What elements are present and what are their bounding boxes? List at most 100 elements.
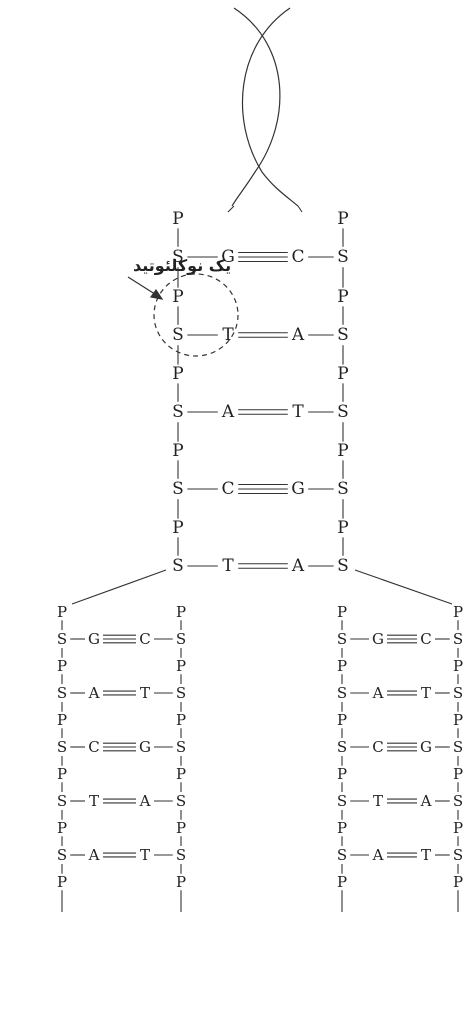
- daughter-left-base-left: T: [89, 792, 99, 810]
- daughter-right-phosphate-right: P: [453, 603, 463, 621]
- daughter-right-sugar-right: S: [453, 738, 463, 756]
- parent-phosphate-right: P: [337, 518, 348, 538]
- daughter-right-sugar-right: S: [453, 792, 463, 810]
- daughter-left-phosphate-right: P: [176, 711, 186, 729]
- parent-sugar-left: S: [172, 247, 184, 267]
- daughter-left-phosphate-left: P: [57, 657, 67, 675]
- parent-base-right: G: [291, 479, 305, 499]
- daughter-left-base-right: G: [139, 738, 151, 756]
- parent-sugar-right: S: [337, 556, 349, 576]
- daughter-right-sugar-left: S: [337, 684, 347, 702]
- daughter-left-phosphate-right: P: [176, 603, 186, 621]
- parent-base-left: T: [222, 556, 234, 576]
- parent-sugar-left: S: [172, 556, 184, 576]
- daughter-left-sugar-right: S: [176, 630, 186, 648]
- fork-right: [355, 570, 452, 604]
- daughter-right-phosphate-right: P: [453, 711, 463, 729]
- daughter-right-phosphate-left: P: [337, 765, 347, 783]
- helix-strand-right: [242, 8, 298, 206]
- daughter-left-sugar-right: S: [176, 684, 186, 702]
- daughter-left-base-left: G: [88, 630, 100, 648]
- parent-base-right: T: [292, 402, 304, 422]
- daughter-right-phosphate-left: P: [337, 711, 347, 729]
- parent-base-right: C: [291, 247, 304, 267]
- parent-phosphate-left: P: [172, 287, 183, 307]
- parent-phosphate-left: P: [172, 364, 183, 384]
- daughter-right-sugar-left: S: [337, 792, 347, 810]
- parent-sugar-right: S: [337, 402, 349, 422]
- daughter-left-base-right: C: [139, 630, 150, 648]
- nucleotide-arrow: [128, 277, 162, 299]
- daughter-right-base-right: A: [420, 792, 432, 810]
- daughter-left-base-right: T: [140, 846, 150, 864]
- daughter-right-base-left: A: [372, 846, 384, 864]
- parent-phosphate-right: P: [337, 209, 348, 229]
- parent-phosphate-left: P: [172, 209, 183, 229]
- daughter-left-sugar-left: S: [57, 846, 67, 864]
- daughter-right-sugar-right: S: [453, 846, 463, 864]
- daughter-left-base-left: A: [88, 684, 100, 702]
- helix-strand-left: [232, 8, 280, 206]
- daughter-right-base-right: C: [420, 630, 431, 648]
- daughter-left-phosphate-right: P: [176, 765, 186, 783]
- daughter-right-sugar-left: S: [337, 630, 347, 648]
- daughter-left-phosphate-left: P: [57, 819, 67, 837]
- parent-base-left: A: [221, 402, 235, 422]
- parent-phosphate-left: P: [172, 518, 183, 538]
- daughter-left-sugar-left: S: [57, 792, 67, 810]
- daughter-right-phosphate-left: P: [337, 819, 347, 837]
- parent-sugar-right: S: [337, 247, 349, 267]
- daughter-right-phosphate-right: P: [453, 765, 463, 783]
- parent-base-right: A: [291, 556, 305, 576]
- daughter-left-sugar-left: S: [57, 630, 67, 648]
- parent-phosphate-left: P: [172, 441, 183, 461]
- daughter-right-phosphate-right: P: [453, 657, 463, 675]
- daughter-right-sugar-left: S: [337, 738, 347, 756]
- parent-base-left: C: [221, 479, 234, 499]
- daughter-left-phosphate-right: P: [176, 657, 186, 675]
- daughter-left-phosphate-left: P: [57, 873, 67, 891]
- parent-base-right: A: [291, 325, 305, 345]
- daughter-left-phosphate-right: P: [176, 873, 186, 891]
- daughter-left-sugar-right: S: [176, 846, 186, 864]
- daughter-right-phosphate-left: P: [337, 603, 347, 621]
- helix-twist: [232, 8, 298, 206]
- daughter-left-base-right: T: [140, 684, 150, 702]
- daughter-left-sugar-left: S: [57, 684, 67, 702]
- parent-sugar-left: S: [172, 402, 184, 422]
- parent-sugar-left: S: [172, 479, 184, 499]
- daughter-left-phosphate-left: P: [57, 765, 67, 783]
- parent-sugar-right: S: [337, 325, 349, 345]
- parent-phosphate-right: P: [337, 364, 348, 384]
- daughter-right-sugar-left: S: [337, 846, 347, 864]
- daughter-left-phosphate-left: P: [57, 711, 67, 729]
- daughter-right-phosphate-right: P: [453, 819, 463, 837]
- daughter-left-phosphate-right: P: [176, 819, 186, 837]
- parent-phosphate-right: P: [337, 287, 348, 307]
- daughter-right-base-right: T: [421, 684, 431, 702]
- daughter-left-base-left: C: [88, 738, 99, 756]
- daughter-left-phosphate-left: P: [57, 603, 67, 621]
- daughter-right-sugar-right: S: [453, 684, 463, 702]
- daughter-right-base-left: A: [372, 684, 384, 702]
- parent-strand-link: [298, 206, 302, 212]
- parent-sugar-right: S: [337, 479, 349, 499]
- daughter-left-base-right: A: [139, 792, 151, 810]
- daughter-right-phosphate-right: P: [453, 873, 463, 891]
- parent-base-left: T: [222, 325, 234, 345]
- daughter-left-sugar-right: S: [176, 792, 186, 810]
- daughter-right-base-right: T: [421, 846, 431, 864]
- parent-base-left: G: [221, 247, 235, 267]
- daughter-right-base-left: T: [373, 792, 383, 810]
- daughter-right-base-left: G: [372, 630, 384, 648]
- daughter-left-base-left: A: [88, 846, 100, 864]
- daughter-right-phosphate-left: P: [337, 657, 347, 675]
- daughter-left-sugar-right: S: [176, 738, 186, 756]
- daughter-right-sugar-right: S: [453, 630, 463, 648]
- daughter-left-sugar-left: S: [57, 738, 67, 756]
- parent-sugar-left: S: [172, 325, 184, 345]
- daughter-right-phosphate-left: P: [337, 873, 347, 891]
